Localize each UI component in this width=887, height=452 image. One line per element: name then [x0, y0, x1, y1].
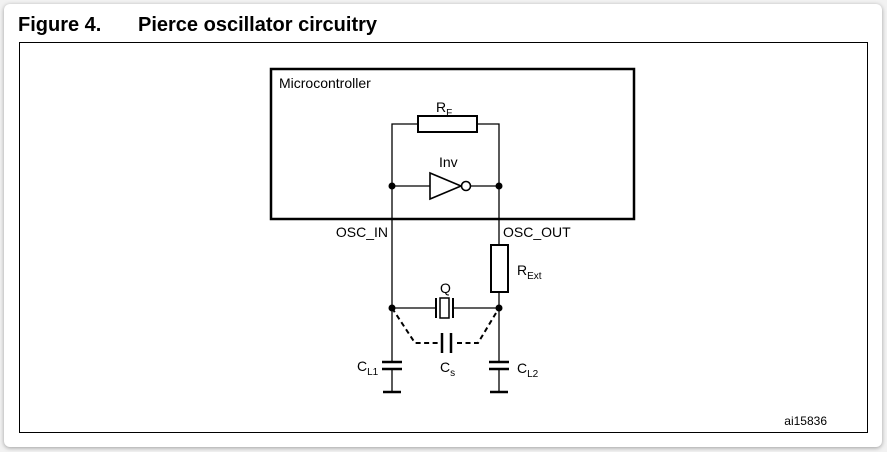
figure-frame	[19, 42, 868, 433]
inverter-bubble	[460, 180, 472, 192]
cs-label: Cs	[440, 359, 455, 379]
feedback-wire-left	[391, 123, 418, 186]
microcontroller-label: Microcontroller	[279, 75, 371, 91]
cl1-label: CL1	[357, 358, 379, 378]
feedback-wire-right	[477, 123, 500, 186]
cs-dashed-wire-left	[391, 307, 438, 344]
figure-reference: ai15836	[784, 414, 827, 428]
rext-resistor-symbol	[490, 244, 509, 293]
crystal-body	[439, 297, 450, 319]
figure-card	[4, 4, 882, 447]
rf-label: RF	[436, 99, 452, 119]
microcontroller-block	[269, 67, 636, 221]
crystal-label: Q	[440, 280, 451, 296]
figure-title: Pierce oscillator circuitry	[138, 14, 378, 36]
inverter-symbol	[429, 171, 464, 201]
rf-resistor-symbol	[417, 115, 478, 133]
inverter-label: Inv	[439, 154, 458, 170]
rext-label: RExt	[517, 262, 542, 282]
figure-caption: Figure 4. Pierce oscillator circuitry	[18, 15, 377, 35]
cl2-label: CL2	[517, 360, 539, 380]
osc-in-label: OSC_IN	[336, 224, 388, 240]
figure-number: Figure 4.	[18, 14, 102, 36]
osc-out-label: OSC_OUT	[503, 224, 571, 240]
cs-dashed-wire-right	[457, 307, 500, 344]
